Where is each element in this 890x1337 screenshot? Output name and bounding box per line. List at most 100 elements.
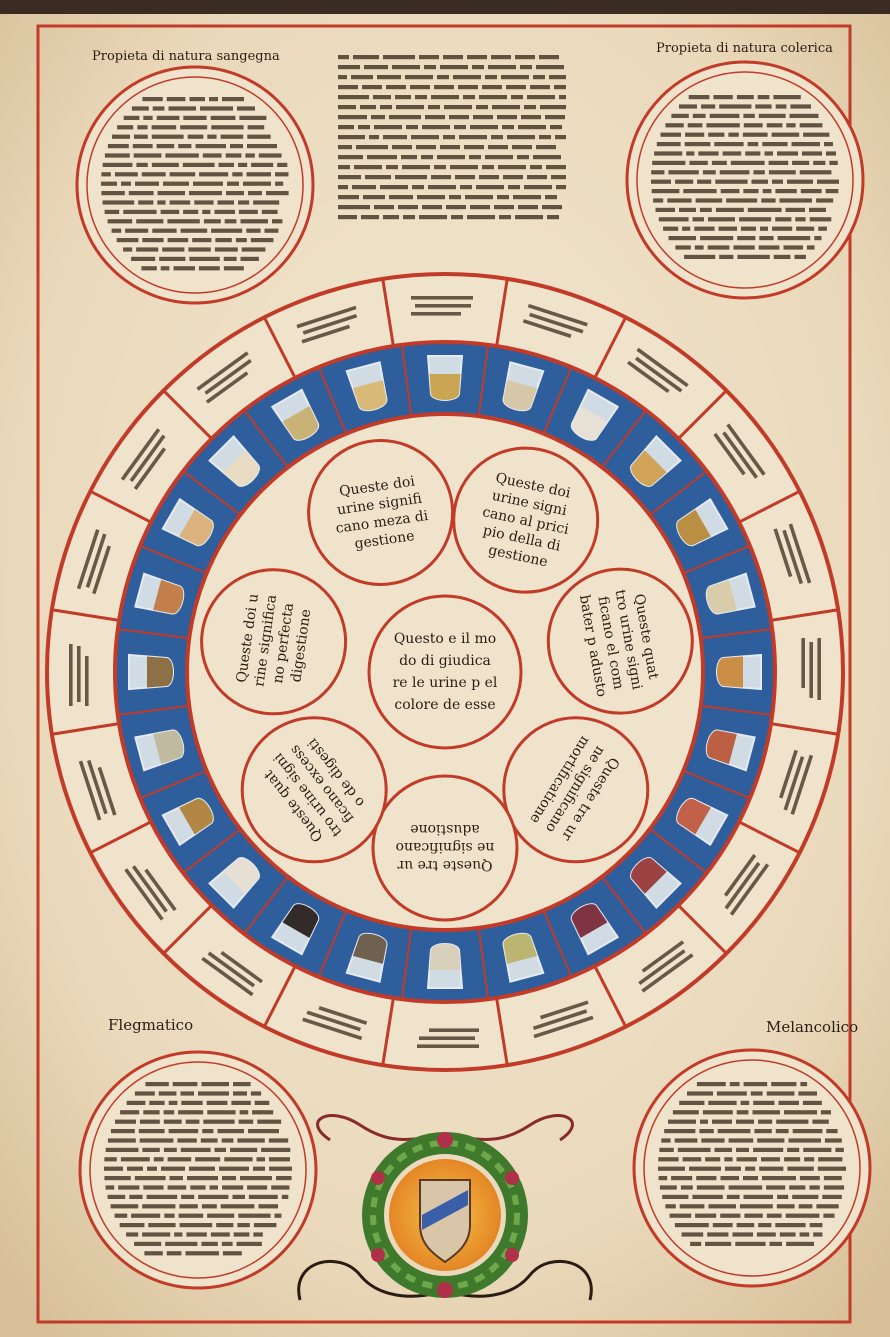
ink-word bbox=[152, 106, 165, 111]
ink-word bbox=[139, 1138, 174, 1143]
ink-word bbox=[539, 135, 551, 140]
ink-word bbox=[817, 1166, 846, 1171]
ink-word bbox=[148, 1223, 176, 1228]
ink-word bbox=[142, 1232, 171, 1237]
ink-word bbox=[823, 1185, 845, 1190]
ink-word bbox=[139, 1119, 160, 1124]
ink-word bbox=[684, 254, 716, 259]
ink-word bbox=[424, 65, 436, 70]
ink-word bbox=[241, 247, 266, 252]
ink-word bbox=[726, 198, 758, 203]
ink-word bbox=[695, 198, 723, 203]
urine-flask bbox=[676, 497, 729, 547]
ink-word bbox=[492, 105, 520, 110]
bottom-right-text-block bbox=[658, 1082, 846, 1246]
ink-word bbox=[224, 1157, 253, 1162]
ink-word bbox=[719, 104, 752, 109]
cell-divider bbox=[495, 278, 509, 347]
urine-flask bbox=[570, 388, 620, 441]
ink-word bbox=[166, 1251, 182, 1256]
ink-word bbox=[233, 1232, 250, 1237]
ink-word bbox=[142, 1204, 176, 1209]
ink-word bbox=[156, 115, 180, 120]
ink-word bbox=[198, 266, 220, 271]
ink-word bbox=[785, 207, 805, 212]
ink-word bbox=[719, 254, 734, 259]
ink-word bbox=[550, 125, 562, 130]
ink-word bbox=[825, 189, 839, 194]
ink-word bbox=[102, 200, 135, 205]
ink-word bbox=[163, 1110, 175, 1115]
ink-word bbox=[789, 113, 819, 118]
ink-word bbox=[209, 97, 218, 102]
cell-divider bbox=[677, 904, 728, 955]
ink-word bbox=[223, 266, 244, 271]
cell-divider bbox=[162, 904, 213, 955]
ink-word bbox=[181, 1100, 203, 1105]
ink-word bbox=[769, 1241, 782, 1246]
ink-word bbox=[261, 1147, 291, 1152]
ink-word bbox=[352, 185, 376, 190]
ink-word bbox=[431, 95, 459, 100]
ink-word bbox=[472, 65, 484, 70]
ink-word bbox=[817, 179, 839, 184]
flask-divider bbox=[117, 627, 190, 640]
ink-word bbox=[724, 1157, 733, 1162]
ink-word bbox=[167, 1157, 192, 1162]
flask-divider bbox=[700, 704, 773, 717]
ink-word bbox=[683, 189, 717, 194]
outer-cell-text bbox=[417, 1028, 479, 1048]
ink-word bbox=[762, 189, 772, 194]
ink-word bbox=[246, 172, 271, 177]
ink-word bbox=[491, 135, 503, 140]
ink-word bbox=[771, 1082, 797, 1087]
ink-word bbox=[756, 1232, 776, 1237]
ink-word bbox=[121, 181, 131, 186]
ink-word bbox=[702, 1110, 733, 1115]
ink-word bbox=[506, 85, 526, 90]
ink-word bbox=[151, 134, 184, 139]
ink-word bbox=[174, 1232, 183, 1237]
ink-word bbox=[708, 132, 725, 137]
ink-word bbox=[202, 153, 222, 158]
ink-word bbox=[127, 1166, 143, 1171]
ink-word bbox=[467, 55, 487, 60]
ink-word bbox=[459, 135, 487, 140]
ink-word bbox=[497, 195, 509, 200]
ink-word bbox=[768, 170, 796, 175]
ink-word bbox=[818, 226, 827, 231]
ink-word bbox=[253, 1232, 263, 1237]
ink-word bbox=[374, 125, 402, 130]
ink-word bbox=[142, 238, 164, 243]
ink-word bbox=[198, 1091, 229, 1096]
ink-word bbox=[240, 1176, 272, 1181]
ink-word bbox=[157, 191, 185, 196]
ink-word bbox=[189, 1166, 215, 1171]
ink-word bbox=[201, 1204, 217, 1209]
ink-word bbox=[766, 1091, 795, 1096]
ink-word bbox=[181, 1194, 195, 1199]
bottom-right-medallion bbox=[632, 1048, 872, 1288]
ink-word bbox=[818, 1157, 843, 1162]
ink-word bbox=[266, 191, 289, 196]
ink-word bbox=[258, 153, 282, 158]
center-line-3: re le urine p el bbox=[393, 675, 498, 691]
ink-word bbox=[736, 1147, 749, 1152]
ink-word bbox=[189, 191, 222, 196]
ink-word bbox=[398, 205, 418, 210]
ink-word bbox=[488, 65, 516, 70]
ink-word bbox=[715, 207, 744, 212]
ink-word bbox=[143, 1185, 164, 1190]
ink-word bbox=[227, 181, 239, 186]
ink-word bbox=[659, 1185, 677, 1190]
ink-word bbox=[187, 1176, 218, 1181]
flask-divider bbox=[400, 344, 413, 417]
ink-word bbox=[672, 1110, 699, 1115]
cell-divider bbox=[162, 389, 213, 440]
ink-word bbox=[165, 1241, 198, 1246]
top-left-title: Propieta di natura sangegna bbox=[92, 49, 280, 64]
outer-cell-text bbox=[779, 749, 814, 815]
urine-flask bbox=[161, 797, 214, 847]
ink-word bbox=[214, 209, 235, 214]
